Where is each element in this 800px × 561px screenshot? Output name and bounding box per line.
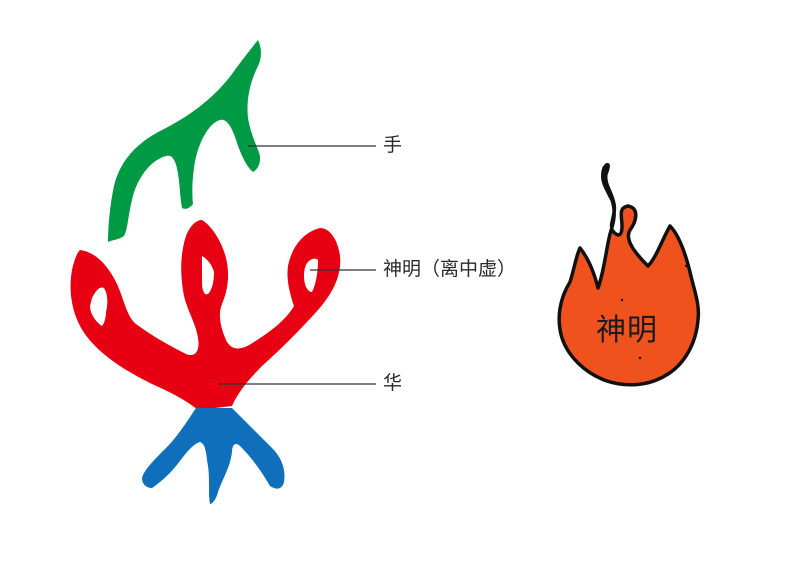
spirit-glyph-shape <box>70 220 341 410</box>
label-flower: 华 <box>383 372 403 394</box>
flame-icon <box>557 162 701 387</box>
root-glyph-shape <box>142 408 285 504</box>
flame-label: 神明 <box>596 313 658 348</box>
label-hand: 手 <box>383 134 403 156</box>
label-spirit: 神明（离中虚） <box>383 258 517 280</box>
hand-glyph-shape <box>108 40 261 242</box>
